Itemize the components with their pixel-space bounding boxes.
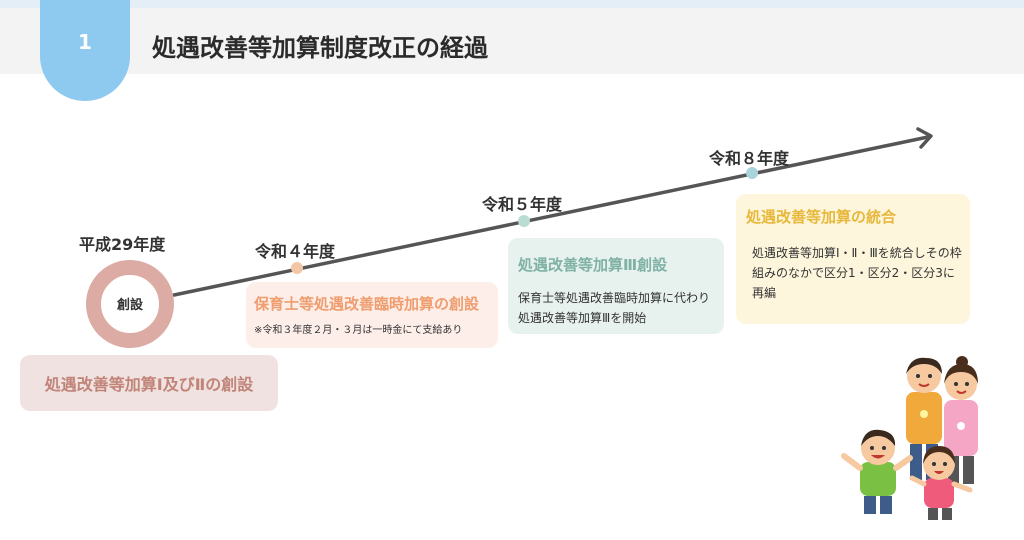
milestone-year-r4: 令和４年度 [255,242,336,261]
milestone-year-r5: 令和５年度 [482,195,563,214]
arrow-head-icon [916,127,933,149]
milestone-box-body: 処遇改善等加算Ⅰ・Ⅱ・Ⅲを統合しその枠組みのなかで区分1・区分2・区分3に再編 [752,246,962,300]
boy-figure [841,429,913,514]
section-number-tab [40,0,130,101]
milestone-dot-r4 [291,262,303,274]
milestone-dot-r5 [518,215,530,227]
milestone-box-h29: 処遇改善等加算Ⅰ及びⅡの創設 [20,355,278,411]
girl-figure [909,446,973,520]
section-number: 1 [78,30,92,54]
milestone-box-body: 保育士等処遇改善臨時加算に代わり処遇改善等加算Ⅲを開始 [518,291,711,325]
milestone-box-r5: 処遇改善等加算Ⅲ創設 保育士等処遇改善臨時加算に代わり処遇改善等加算Ⅲを開始 [508,238,724,334]
milestone-box-title: 処遇改善等加算Ⅰ及びⅡの創設 [44,375,254,394]
father-figure [906,357,942,480]
milestone-dot-r8 [746,167,758,179]
milestone-box-title: 保育士等処遇改善臨時加算の創設 [254,295,480,313]
milestone-year-r8: 令和８年度 [709,149,790,168]
milestone-box-title: 処遇改善等加算の統合 [746,208,897,226]
milestone-box-title: 処遇改善等加算Ⅲ創設 [518,256,668,274]
milestone-year-h29: 平成29年度 [79,235,166,254]
family-illustration-icon [841,356,978,520]
page-title: 処遇改善等加算制度改正の経過 [152,34,488,62]
milestone-box-r4: 保育士等処遇改善臨時加算の創設 ※令和３年度２月・３月は一時金にて支給あり [246,282,498,348]
top-accent-strip [0,0,1024,8]
milestone-box-r8: 処遇改善等加算の統合 処遇改善等加算Ⅰ・Ⅱ・Ⅲを統合しその枠組みのなかで区分1・… [736,194,970,324]
milestone-box-note: ※令和３年度２月・３月は一時金にて支給あり [254,325,463,336]
header-band [0,8,1024,74]
milestone-node-label: 創設 [116,298,143,313]
